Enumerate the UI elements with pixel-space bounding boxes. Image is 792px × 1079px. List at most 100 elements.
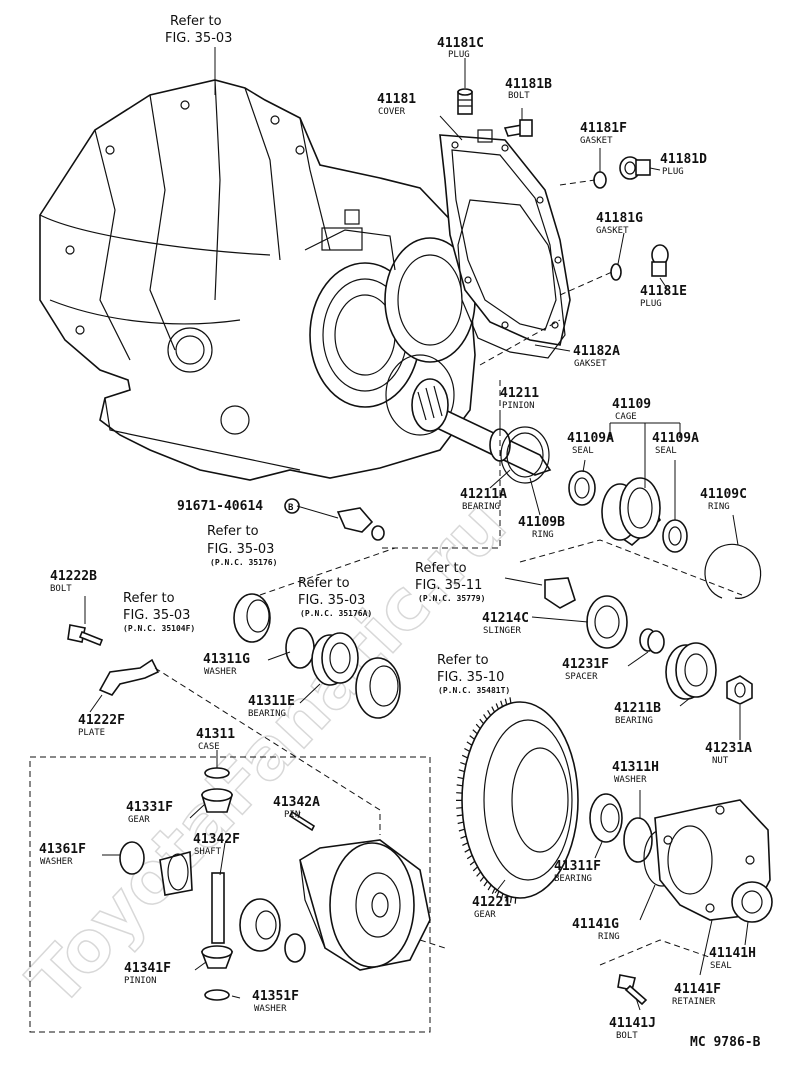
part-41181C-name: PLUG	[448, 50, 470, 60]
part-41109A-2-name: SEAL	[655, 446, 677, 456]
gasket-41181G-icon	[610, 263, 622, 281]
part-41109A-1-name: SEAL	[572, 446, 594, 456]
plug-41181E-icon	[651, 244, 669, 277]
ref-4-line1: Refer to	[415, 561, 467, 576]
part-41231A-name: NUT	[712, 756, 729, 766]
plug-41181D-icon	[619, 156, 651, 180]
case-41311-group-box	[29, 756, 431, 1033]
part-41109C-code: 41109C	[700, 487, 747, 502]
part-41141J-name: BOLT	[616, 1031, 638, 1041]
part-41181B-name: BOLT	[508, 91, 530, 101]
ref-1-line1: Refer to	[170, 14, 222, 29]
part-41181C-code: 41181C	[437, 36, 484, 51]
seal-35104F-illustration	[233, 593, 271, 643]
part-41311-name: CASE	[198, 742, 220, 752]
ref-6-pnc: (P.N.C. 35481T)	[438, 686, 510, 695]
spacer-41231F-icon	[639, 628, 665, 654]
part-41214C-name: SLINGER	[483, 626, 522, 636]
part-41311H-code: 41311H	[612, 760, 659, 775]
ring-41109C-icon	[704, 543, 762, 599]
part-41222B-name: BOLT	[50, 584, 72, 594]
ref-5-line2: FIG. 35-03	[123, 608, 190, 623]
part-41181D-code: 41181D	[660, 152, 707, 167]
ring-gear-41221-illustration	[456, 697, 579, 904]
ref-2-line1: Refer to	[207, 524, 259, 539]
ref-6-line1: Refer to	[437, 653, 489, 668]
part-41211A-name: BEARING	[462, 502, 500, 512]
ref-1-line2: FIG. 35-03	[165, 31, 232, 46]
bearing-41211B-illustration	[665, 642, 717, 700]
dashed-guide-lines	[154, 179, 743, 966]
part-41361F-name: WASHER	[40, 857, 73, 867]
washer-41361F-icon	[119, 841, 145, 875]
bolt-41141J-icon	[617, 974, 648, 1006]
part-41182A-name: GAKSET	[574, 359, 607, 369]
part-41214C-code: 41214C	[482, 611, 529, 626]
part-41342F-code: 41342F	[193, 832, 240, 847]
part-41311G-code: 41311G	[203, 652, 250, 667]
part-41351F-name: WASHER	[254, 1004, 287, 1014]
ref-4-pnc: (P.N.C. 35779)	[418, 594, 485, 603]
part-41109B-name: RING	[532, 530, 554, 540]
part-41231A-code: 41231A	[705, 741, 752, 756]
part-41141F-name: RETAINER	[672, 997, 716, 1007]
part-41181B-code: 41181B	[505, 77, 552, 92]
part-41361F-code: 41361F	[39, 842, 86, 857]
bolt-41181B-icon	[503, 119, 533, 137]
part-41211-code: 41211	[500, 386, 539, 401]
washer-41311G-icon	[285, 627, 315, 669]
part-41211-name: PINION	[502, 401, 535, 411]
part-41181E-name: PLUG	[640, 299, 662, 309]
part-41231F-name: SPACER	[565, 672, 598, 682]
part-41141H-name: SEAL	[710, 961, 732, 971]
part-41181G-name: GASKET	[596, 226, 629, 236]
part-41342F-name: SHAFT	[194, 847, 222, 857]
part-41222F-name: PLATE	[78, 728, 105, 738]
part-41109A-2-code: 41109A	[652, 431, 699, 446]
part-41341F-code: 41341F	[124, 961, 171, 976]
gear-41331F-left-icon	[159, 850, 193, 896]
part-41141J-code: 41141J	[609, 1016, 656, 1031]
plug-41181C-icon	[457, 88, 473, 115]
part-41141H-code: 41141H	[709, 946, 756, 961]
part-41311H-name: WASHER	[614, 775, 647, 785]
slinger-41214C-illustration	[586, 595, 628, 649]
part-41109-name: CAGE	[615, 412, 637, 422]
washer-41351F-icon	[204, 989, 230, 1001]
shaft-41342F-icon	[211, 872, 225, 944]
callout-b-icon: B	[284, 498, 300, 514]
seal-41141H-icon	[731, 881, 773, 923]
ref-3-line2: FIG. 35-03	[298, 593, 365, 608]
part-41181D-name: PLUG	[662, 167, 684, 177]
bolt-41222B-icon	[67, 624, 104, 647]
diff-case-41311-illustration	[299, 839, 431, 971]
bracket-35176-illustration	[336, 507, 385, 541]
svg-text:B: B	[288, 503, 294, 513]
part-41341F-name: PINION	[124, 976, 157, 986]
part-41331F-code: 41331F	[126, 800, 173, 815]
part-41211B-name: BEARING	[615, 716, 653, 726]
ref-2-line2: FIG. 35-03	[207, 542, 274, 557]
part-41181-code: 41181	[377, 92, 416, 107]
part-41222F-code: 41222F	[78, 713, 125, 728]
part-41311-code: 41311	[196, 727, 235, 742]
part-41342A-name: PIN	[284, 810, 300, 820]
part-41331F-name: GEAR	[128, 815, 150, 825]
part-41109C-name: RING	[708, 502, 730, 512]
bearing-41311E-illustration	[311, 632, 359, 686]
ref-2-pnc: (P.N.C. 35176)	[210, 558, 277, 567]
ref-3-line1: Refer to	[298, 576, 350, 591]
part-41109B-code: 41109B	[518, 515, 565, 530]
pinion-41341F-icon	[200, 945, 234, 969]
part-41342A-code: 41342A	[273, 795, 320, 810]
connector-35779-icon	[544, 577, 576, 609]
part-41221-code: 41221	[472, 895, 511, 910]
side-pinion-right-icon	[239, 898, 281, 952]
nut-41231A-icon	[726, 675, 753, 705]
ref-3-pnc: (P.N.C. 35176A)	[300, 609, 372, 618]
part-41311F-name: BEARING	[554, 874, 592, 884]
part-41181E-code: 41181E	[640, 284, 687, 299]
plate-41222F-icon	[98, 658, 160, 696]
